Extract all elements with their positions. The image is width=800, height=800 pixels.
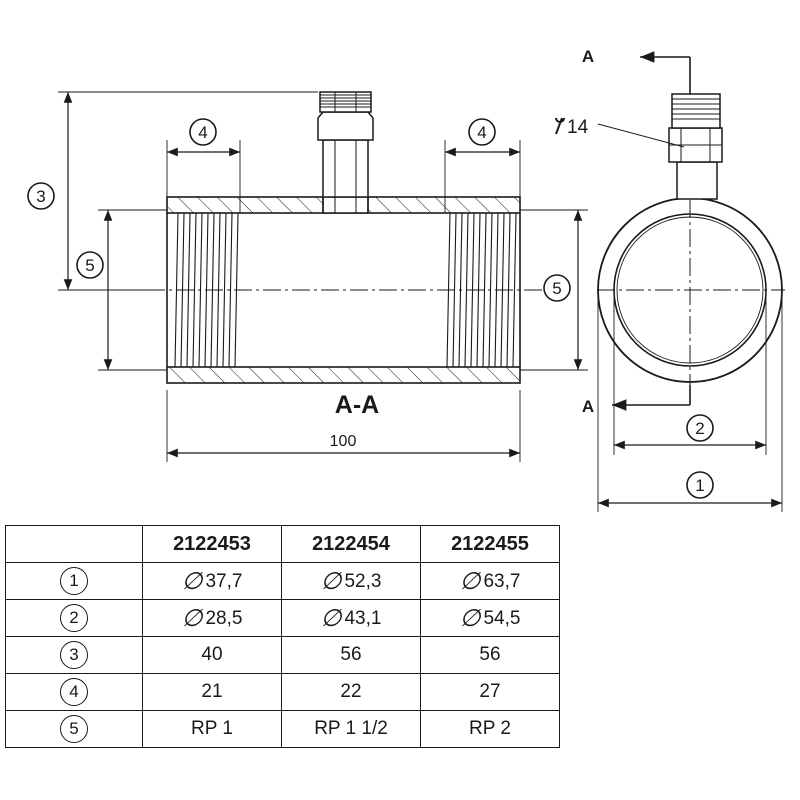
svg-text:1: 1 bbox=[695, 476, 704, 495]
section-label: A-A bbox=[335, 391, 379, 419]
table-cell: ∅37,7 bbox=[142, 562, 282, 600]
cell-value: RP 1 1/2 bbox=[314, 718, 388, 739]
svg-text:14: 14 bbox=[567, 117, 589, 138]
diameter-icon: ∅ bbox=[459, 604, 481, 632]
wrench-size-label: 14 bbox=[555, 117, 589, 138]
svg-text:2: 2 bbox=[695, 419, 704, 438]
cell-value: 56 bbox=[340, 644, 362, 665]
table-cell: ∅28,5 bbox=[142, 599, 282, 637]
table-cell: 40 bbox=[142, 636, 282, 674]
length-value: 100 bbox=[330, 433, 357, 450]
row-key-callout: 3 bbox=[60, 641, 88, 669]
row-key-cell: 3 bbox=[5, 636, 143, 674]
technical-drawing: 3 5 5 4 4 A-A 100 bbox=[27, 47, 785, 512]
table-cell: ∅43,1 bbox=[281, 599, 421, 637]
column-header: 2122453 bbox=[142, 525, 282, 563]
table-row: 3 40 56 56 bbox=[5, 636, 560, 674]
table-cell: RP 1 1/2 bbox=[281, 710, 421, 748]
cell-value: 37,7 bbox=[205, 570, 243, 592]
table-cell: RP 1 bbox=[142, 710, 282, 748]
table-cell: RP 2 bbox=[420, 710, 560, 748]
table-row: 4 21 22 27 bbox=[5, 673, 560, 711]
cell-value: 40 bbox=[201, 644, 223, 665]
pipe-inner-circle bbox=[613, 213, 767, 367]
bottom-wall bbox=[166, 366, 521, 384]
cell-value: 28,5 bbox=[205, 607, 243, 629]
table-cell: 56 bbox=[281, 636, 421, 674]
row-key-callout: 4 bbox=[60, 678, 88, 706]
column-header: 2122455 bbox=[420, 525, 560, 563]
diameter-icon: ∅ bbox=[320, 604, 342, 632]
table-cell: 21 bbox=[142, 673, 282, 711]
row-key-callout: 1 bbox=[60, 567, 88, 595]
cell-value: 27 bbox=[479, 681, 501, 702]
row-key-callout: 2 bbox=[60, 604, 88, 632]
cell-value: 21 bbox=[201, 681, 223, 702]
callout-1: 1 bbox=[686, 471, 714, 499]
cell-value: 52,3 bbox=[344, 570, 382, 592]
cell-value: 54,5 bbox=[483, 607, 521, 629]
section-marker-bottom: A bbox=[582, 397, 594, 416]
callout-3: 3 bbox=[27, 182, 55, 210]
row-key-cell: 5 bbox=[5, 710, 143, 748]
table-header-row: 2122453 2122454 2122455 bbox=[5, 525, 560, 563]
section-marker-top: A bbox=[582, 47, 594, 66]
table-cell: ∅63,7 bbox=[420, 562, 560, 600]
cell-value: RP 1 bbox=[191, 718, 233, 739]
table-cell: 56 bbox=[420, 636, 560, 674]
internal-thread-left bbox=[174, 212, 239, 368]
cell-value: 56 bbox=[479, 644, 501, 665]
diameter-icon: ∅ bbox=[181, 567, 203, 595]
section-view bbox=[58, 91, 588, 462]
row-key-cell: 4 bbox=[5, 673, 143, 711]
callout-2: 2 bbox=[686, 414, 714, 442]
table-cell: ∅54,5 bbox=[420, 599, 560, 637]
svg-text:3: 3 bbox=[36, 187, 45, 206]
table-row: 1∅37,7∅52,3∅63,7 bbox=[5, 562, 560, 600]
cell-value: 43,1 bbox=[344, 607, 382, 629]
callout-4-left: 4 bbox=[189, 118, 217, 146]
callout-4-right: 4 bbox=[468, 118, 496, 146]
svg-text:4: 4 bbox=[198, 123, 207, 142]
callout-5-right: 5 bbox=[543, 274, 571, 302]
nipple-fitting bbox=[317, 91, 374, 214]
internal-thread-right bbox=[446, 212, 517, 368]
diameter-icon: ∅ bbox=[181, 604, 203, 632]
dimension-table: 2122453 2122454 2122455 1∅37,7∅52,3∅63,7… bbox=[5, 525, 560, 748]
row-key-cell: 2 bbox=[5, 599, 143, 637]
table-cell: ∅52,3 bbox=[281, 562, 421, 600]
table-cell: 27 bbox=[420, 673, 560, 711]
table-corner-cell bbox=[5, 525, 143, 563]
end-view bbox=[597, 51, 785, 512]
row-key-callout: 5 bbox=[60, 715, 88, 743]
table-row: 2∅28,5∅43,1∅54,5 bbox=[5, 599, 560, 637]
column-header: 2122454 bbox=[281, 525, 421, 563]
table-row: 5 RP 1 RP 1 1/2 RP 2 bbox=[5, 710, 560, 748]
cell-value: 22 bbox=[340, 681, 362, 702]
cell-value: RP 2 bbox=[469, 718, 511, 739]
table-cell: 22 bbox=[281, 673, 421, 711]
cell-value: 63,7 bbox=[483, 570, 521, 592]
svg-text:5: 5 bbox=[85, 256, 94, 275]
diameter-icon: ∅ bbox=[459, 567, 481, 595]
callout-5-left: 5 bbox=[76, 251, 104, 279]
wrench-icon bbox=[555, 117, 565, 135]
svg-text:4: 4 bbox=[477, 123, 486, 142]
diameter-icon: ∅ bbox=[320, 567, 342, 595]
row-key-cell: 1 bbox=[5, 562, 143, 600]
svg-text:5: 5 bbox=[552, 279, 561, 298]
